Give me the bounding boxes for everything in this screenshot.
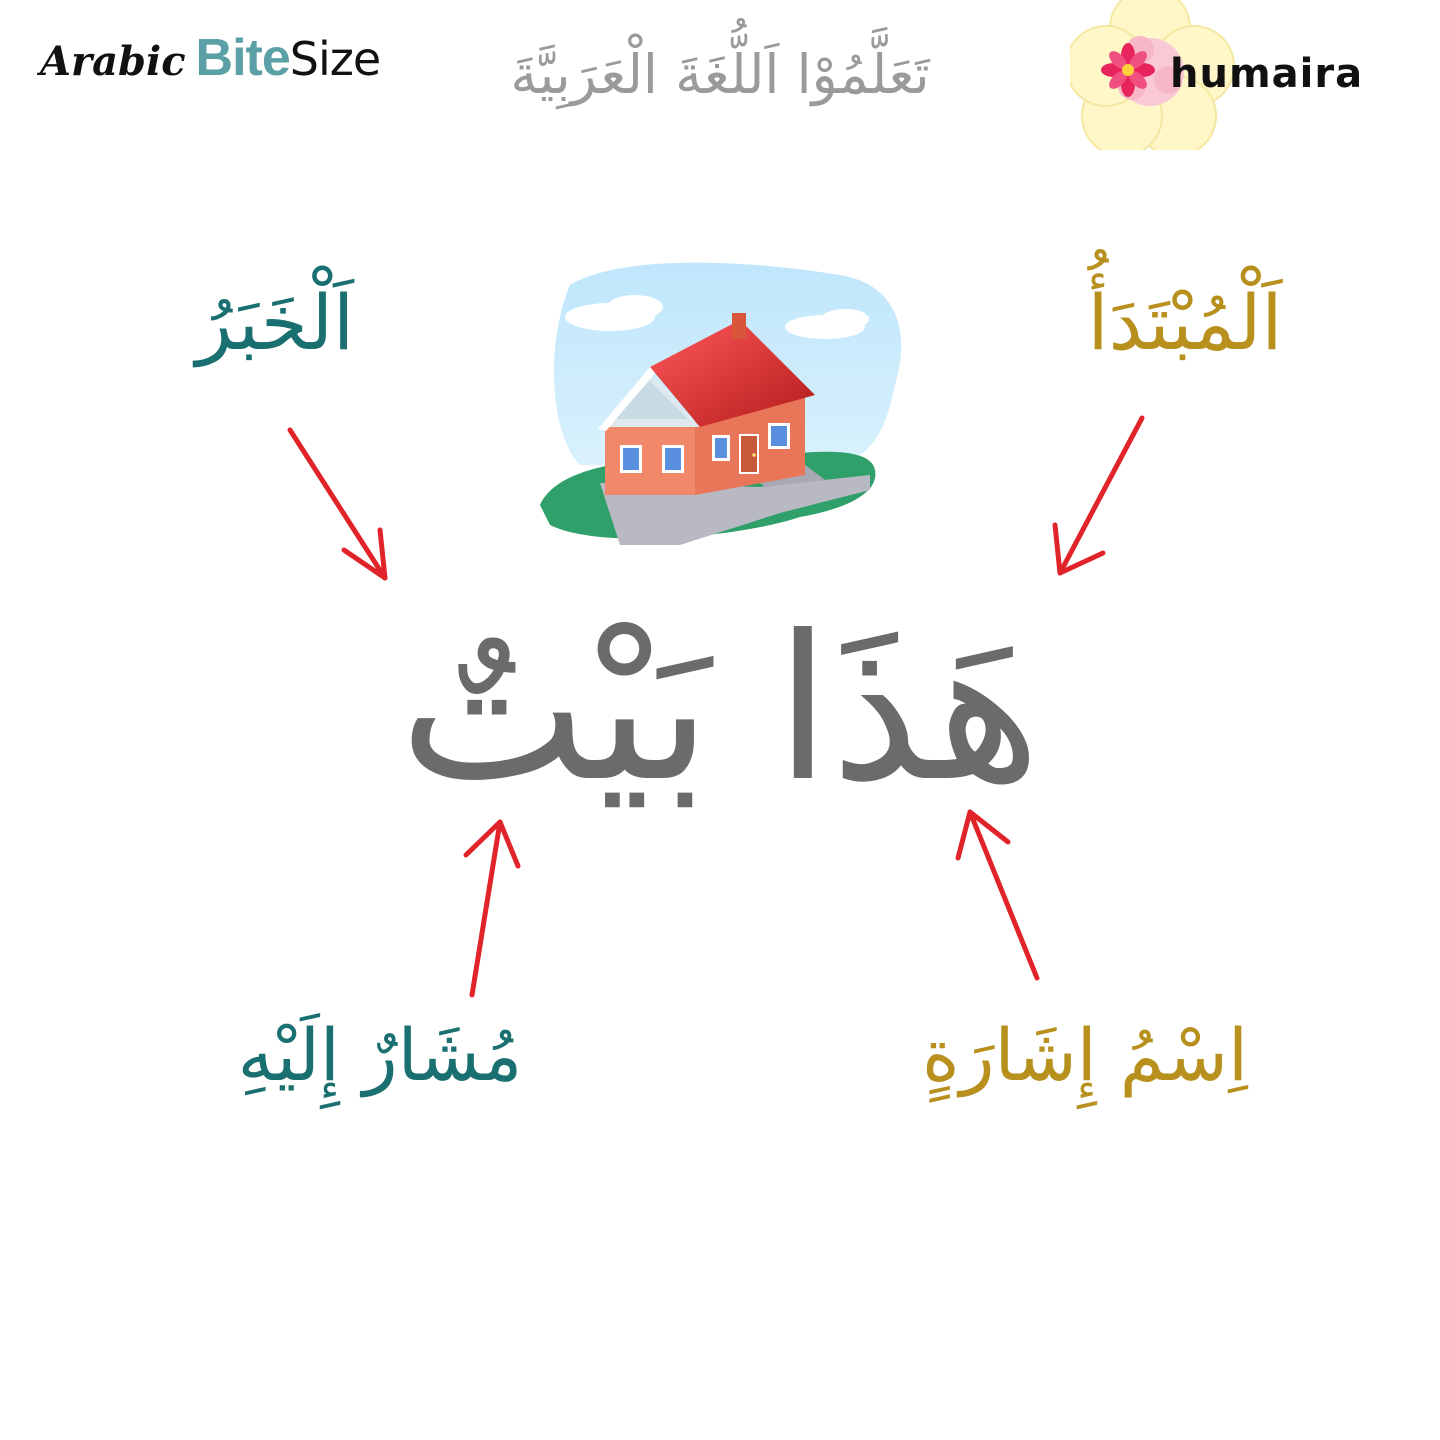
label-khabar: اَلْخَبَرُ	[195, 278, 355, 367]
label-ism-ishara: اِسْمُ إِشَارَةٍ	[922, 1013, 1248, 1097]
logo-word-humaira: humaira	[1170, 51, 1364, 97]
page-title: تَعَلَّمُوْا اَللُّغَةَ الْعَرَبِيَّةَ	[510, 43, 930, 106]
arrow-mubtada	[1052, 415, 1145, 576]
label-mushar-ilayh: مُشَارٌ إِلَيْهِ	[237, 1013, 523, 1097]
house-icon	[540, 262, 902, 545]
logo-word-arabic: Arabic	[40, 38, 186, 85]
arabic-bitesize-logo: Arabic Bite Size	[40, 28, 381, 98]
label-mubtada: اَلْمُبْتَدَأُ	[1087, 278, 1283, 367]
logo-word-bite: Bite	[195, 29, 291, 87]
humaira-flower-logo-icon	[1070, 0, 1235, 150]
arrow-khabar	[287, 427, 388, 581]
main-sentence: هَذَا بَيْتٌ	[399, 593, 1041, 826]
logo-word-size: Size	[289, 32, 381, 86]
